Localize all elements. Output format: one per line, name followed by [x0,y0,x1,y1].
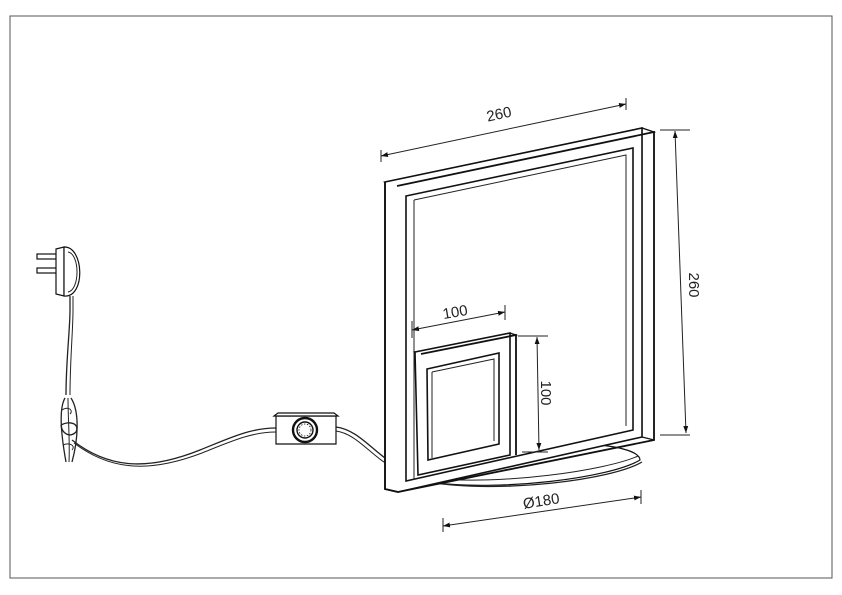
dimmer-switch [272,412,340,445]
dimension-label-inner-width: 100 [441,302,469,323]
dimension-label-inner-height: 100 [537,380,554,405]
power-cable [60,296,399,470]
dimension-label-base-diameter: Ø180 [522,490,561,513]
small-square-frame [412,332,519,476]
drawing-border [9,15,833,579]
dimension-frame-width: 260 [380,98,627,162]
dimension-label-frame-width: 260 [485,104,513,126]
dimension-frame-height: 260 [660,129,702,436]
dimension-inner-height: 100 [518,335,554,453]
dimension-label-frame-height: 260 [685,272,702,297]
dimension-base-diameter: Ø180 [442,490,642,532]
power-adapter [36,246,81,297]
dimension-inner-width: 100 [411,302,506,338]
